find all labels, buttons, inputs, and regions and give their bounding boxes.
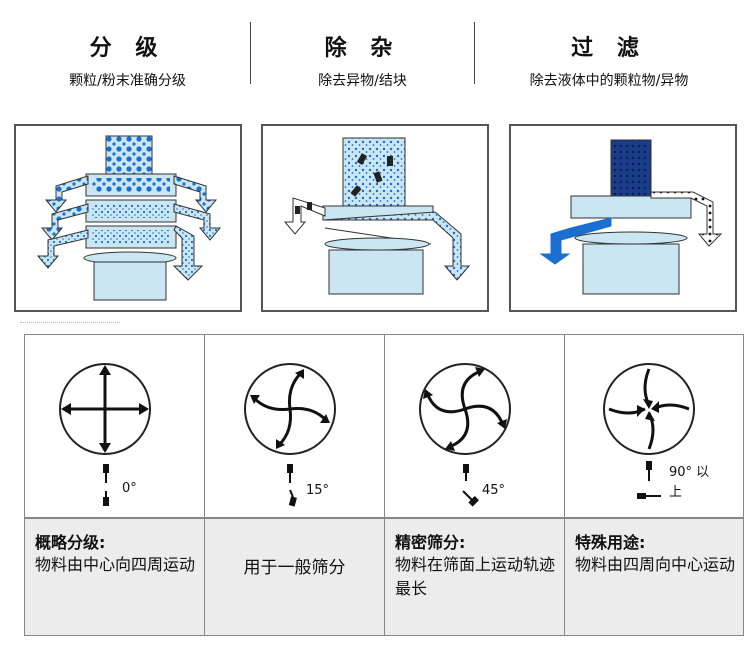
motion-cell-45deg: 45° bbox=[384, 334, 565, 518]
header-subtitle: 颗粒/粉末准确分级 bbox=[69, 73, 186, 89]
caption-title: 精密筛分: bbox=[395, 533, 466, 552]
header-divider bbox=[474, 22, 475, 84]
weight-position-icon bbox=[287, 464, 297, 507]
motion-caption-15deg: 用于一般筛分 bbox=[204, 518, 385, 636]
header-subtitle: 除去异物/结块 bbox=[318, 73, 407, 89]
header-subtitle: 除去液体中的颗粒物/异物 bbox=[529, 73, 689, 89]
divider-line bbox=[20, 322, 120, 323]
motion-caption-45deg: 精密筛分: 物料在筛面上运动轨迹最长 bbox=[384, 518, 565, 636]
header-classification: 分 级 颗粒/粉末准确分级 bbox=[10, 0, 245, 110]
weight-angle-label: 15° bbox=[306, 483, 330, 498]
weight-angle-label: 0° bbox=[122, 481, 137, 496]
motion-pattern-90deg-icon bbox=[603, 363, 695, 455]
motion-caption-0deg: 概略分级: 物料由中心向四周运动 bbox=[24, 518, 205, 636]
motion-cell-15deg: 15° bbox=[204, 334, 385, 518]
caption-body: 物料由中心向四周运动 bbox=[35, 555, 196, 574]
caption-body: 用于一般筛分 bbox=[243, 558, 346, 578]
weight-angle-label: 45° bbox=[482, 483, 506, 498]
header-impurity-removal: 除 杂 除去异物/结块 bbox=[255, 0, 470, 110]
motion-cell-90deg: 90° 以上 bbox=[564, 334, 744, 518]
caption-body: 物料由四周向中心运动 bbox=[575, 555, 736, 574]
weight-angle-label: 90° 以上 bbox=[669, 465, 710, 500]
motion-cell-0deg: 0° bbox=[24, 334, 205, 518]
header-divider bbox=[250, 22, 251, 84]
caption-title: 特殊用途: bbox=[575, 533, 646, 552]
motion-grid: 0° 概略分级: 物料由中心向四周运动 bbox=[24, 334, 744, 636]
motion-pattern-45deg-icon bbox=[419, 363, 511, 455]
header-filtration: 过 滤 除去液体中的颗粒物/异物 bbox=[478, 0, 740, 110]
illustration-impurity-removal bbox=[261, 124, 489, 312]
weight-position-icon bbox=[462, 464, 479, 507]
header-title: 过 滤 bbox=[571, 36, 647, 61]
header-title: 除 杂 bbox=[324, 36, 401, 61]
illustration-filtration bbox=[509, 124, 737, 312]
motion-pattern-0deg-icon bbox=[59, 363, 151, 455]
weight-position-icon bbox=[637, 461, 661, 499]
caption-title: 概略分级: bbox=[35, 533, 106, 552]
caption-body: 物料在筛面上运动轨迹最长 bbox=[395, 555, 556, 598]
motion-caption-90deg: 特殊用途: 物料由四周向中心运动 bbox=[564, 518, 744, 636]
header-title: 分 级 bbox=[89, 36, 166, 61]
illustration-classification bbox=[14, 124, 242, 312]
motion-pattern-15deg-icon bbox=[244, 363, 336, 455]
weight-position-icon bbox=[103, 464, 109, 506]
